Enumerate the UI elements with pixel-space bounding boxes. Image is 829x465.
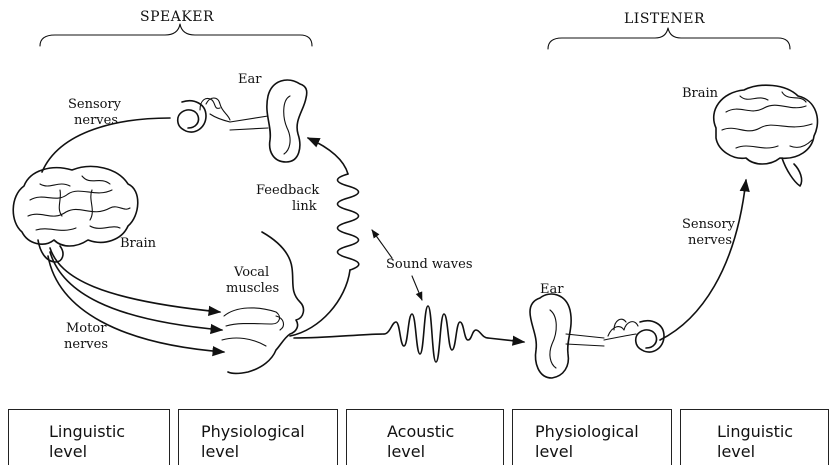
listener-title: LISTENER	[624, 11, 705, 27]
feedback-link-label: Feedback link	[256, 183, 323, 214]
level-text: Physiological level	[535, 422, 639, 462]
listener-brain-label: Brain	[682, 86, 719, 101]
level-line1: Linguistic	[49, 422, 125, 441]
listener-cochlea-icon	[604, 319, 664, 352]
listener-ear-icon	[530, 294, 604, 378]
level-line1: Acoustic	[387, 422, 454, 441]
level-text: Linguistic level	[49, 422, 125, 462]
sensory-nerves-line2: nerves	[74, 113, 118, 128]
listener-sensory-nerve-line	[660, 180, 746, 340]
level-box-physiological-speaker: Physiological level	[178, 409, 338, 465]
level-box-linguistic-speaker: Linguistic level	[8, 409, 170, 465]
level-text: Linguistic level	[717, 422, 793, 462]
sound-waves-pointer-up	[372, 230, 392, 258]
speaker-brace	[40, 24, 312, 46]
speaker-head-profile-icon	[222, 232, 303, 374]
motor-nerves-line2: nerves	[64, 337, 108, 352]
listener-sensory-line1: Sensory	[682, 217, 736, 232]
feedback-link-line2: link	[292, 199, 317, 214]
level-box-linguistic-listener: Linguistic level	[680, 409, 829, 465]
listener-brace	[548, 28, 790, 49]
level-strip: Linguistic level Physiological level Aco…	[0, 409, 829, 465]
motor-nerves-line1: Motor	[66, 321, 107, 336]
level-line1: Physiological	[535, 422, 639, 441]
level-line2: level	[717, 442, 755, 461]
speaker-ear-label: Ear	[238, 72, 262, 87]
feedback-link-wave	[290, 138, 359, 336]
listener-ear-label: Ear	[540, 282, 564, 297]
level-line1: Physiological	[201, 422, 305, 441]
level-line2: level	[387, 442, 425, 461]
listener-sensory-line2: nerves	[688, 233, 732, 248]
speaker-title: SPEAKER	[140, 9, 214, 25]
level-text: Physiological level	[201, 422, 305, 462]
sound-waves-pointer-down	[412, 276, 422, 300]
motor-nerves-label: Motor nerves	[64, 321, 111, 352]
listener-sensory-nerves-label: Sensory nerves	[682, 217, 739, 248]
sound-waves-label: Sound waves	[386, 257, 473, 272]
level-line2: level	[49, 442, 87, 461]
level-box-acoustic: Acoustic level	[346, 409, 504, 465]
level-line2: level	[535, 442, 573, 461]
feedback-link-line1: Feedback	[256, 183, 319, 198]
listener-brain-icon	[714, 85, 818, 186]
speaker-sensory-nerves-label: Sensory nerves	[68, 97, 125, 128]
vocal-muscles-line1: Vocal	[233, 265, 269, 280]
speaker-brain-label: Brain	[120, 236, 157, 251]
level-line2: level	[201, 442, 239, 461]
speaker-ear-icon	[230, 80, 307, 162]
level-text: Acoustic level	[387, 422, 454, 462]
vocal-muscles-label: Vocal muscles	[226, 265, 279, 296]
diagram-canvas: SPEAKER LISTENER Brain Ear Sensory nerve…	[0, 0, 829, 405]
speaker-cochlea-icon	[178, 98, 230, 132]
level-box-physiological-listener: Physiological level	[512, 409, 672, 465]
level-line1: Linguistic	[717, 422, 793, 441]
sensory-nerves-line1: Sensory	[68, 97, 122, 112]
vocal-muscles-line2: muscles	[226, 281, 279, 296]
